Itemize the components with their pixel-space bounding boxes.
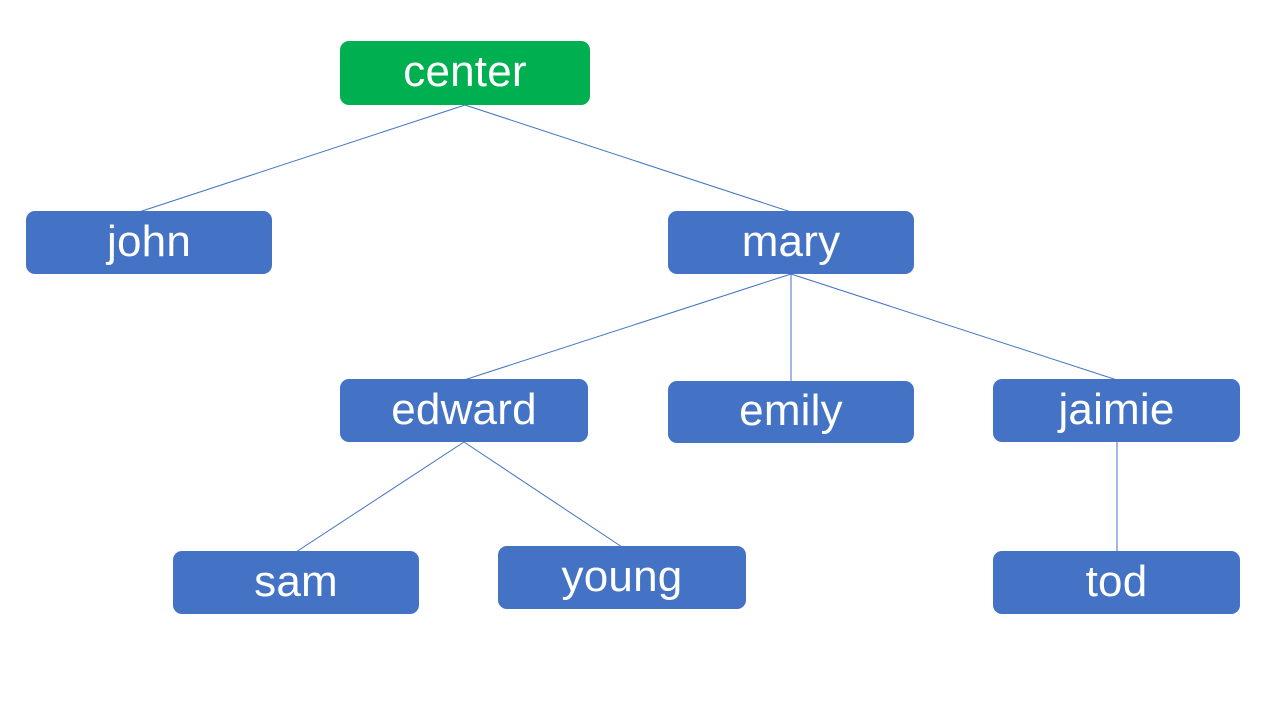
edge-edward-to-sam (295, 441, 465, 553)
node-label-sam: sam (254, 556, 338, 606)
edge-center-to-john (138, 104, 466, 213)
node-center[interactable]: center (340, 41, 590, 105)
node-label-jaimie: jaimie (1058, 384, 1175, 434)
node-label-emily: emily (739, 386, 843, 435)
node-edward[interactable]: edward (340, 379, 588, 442)
edge-mary-to-jaimie (790, 273, 1118, 381)
node-emily[interactable]: emily (668, 381, 914, 443)
node-jaimie[interactable]: jaimie (993, 379, 1240, 442)
node-label-mary: mary (741, 216, 841, 266)
node-john[interactable]: john (26, 211, 272, 274)
edge-edward-to-young (463, 441, 623, 548)
node-label-young: young (561, 551, 683, 601)
node-tod[interactable]: tod (993, 551, 1240, 614)
node-mary[interactable]: mary (668, 211, 914, 274)
node-label-tod: tod (1085, 556, 1148, 606)
edge-mary-to-edward (463, 273, 792, 381)
node-sam[interactable]: sam (173, 551, 419, 614)
node-young[interactable]: young (498, 546, 746, 609)
node-label-center: center (403, 47, 527, 96)
edge-center-to-mary (464, 104, 792, 213)
node-label-edward: edward (391, 384, 537, 434)
node-label-john: john (107, 216, 191, 266)
